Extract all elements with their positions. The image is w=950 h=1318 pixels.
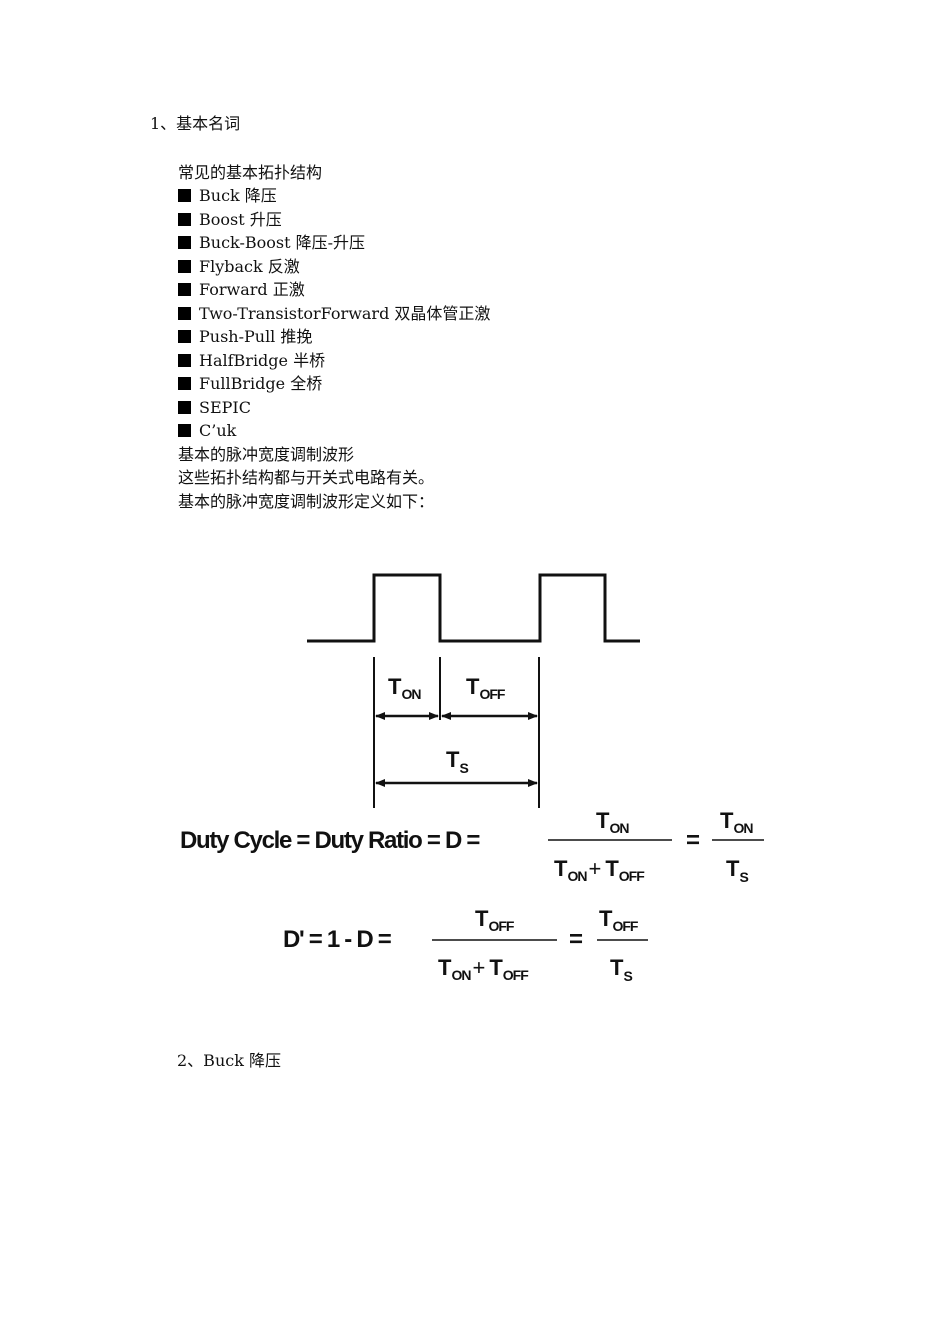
list-item: FullBridge 全桥 <box>178 374 322 394</box>
equals-sign: = <box>569 926 583 953</box>
section-heading: 1、基本名词 <box>150 114 241 133</box>
list-item: Boost 升压 <box>178 210 282 230</box>
list-item: C’uk <box>178 421 236 441</box>
bullet-square-icon <box>178 260 191 273</box>
fraction-denominator: TS <box>726 856 749 885</box>
fraction-numerator: TOFF <box>599 906 639 934</box>
fraction-numerator: TON <box>720 808 753 836</box>
list-item: Forward 正激 <box>178 280 305 300</box>
fraction-denominator: TS <box>610 955 633 984</box>
bullet-square-icon <box>178 354 191 367</box>
list-item-label: SEPIC <box>199 398 251 417</box>
list-item: Two-TransistorForward 双晶体管正激 <box>178 304 490 324</box>
topologies-title: 常见的基本拓扑结构 <box>178 163 323 182</box>
ts-label: TS <box>446 747 469 776</box>
list-item-label: Buck-Boost 降压-升压 <box>199 233 366 252</box>
duty-cycle-formula-lhs: Duty Cycle = Duty Ratio = D = <box>180 827 480 854</box>
toff-label: TOFF <box>466 674 506 702</box>
list-item-label: Two-TransistorForward 双晶体管正激 <box>199 304 491 323</box>
bullet-square-icon <box>178 424 191 437</box>
fraction-denominator: TON+TOFF <box>438 955 529 983</box>
list-item: Buck-Boost 降压-升压 <box>178 233 365 253</box>
bullet-square-icon <box>178 307 191 320</box>
bullet-square-icon <box>178 213 191 226</box>
bullet-square-icon <box>178 377 191 390</box>
paragraph-line: 基本的脉冲宽度调制波形 <box>178 445 355 464</box>
paragraph-line: 基本的脉冲宽度调制波形定义如下： <box>178 492 435 511</box>
list-item: SEPIC <box>178 398 251 418</box>
d-prime-formula-lhs: D' = 1 - D = <box>283 926 392 953</box>
list-item: Buck 降压 <box>178 186 277 206</box>
list-item: Push-Pull 推挽 <box>178 327 312 347</box>
bullet-square-icon <box>178 330 191 343</box>
fraction-denominator: TON+TOFF <box>554 856 645 884</box>
list-item-label: C’uk <box>199 421 237 440</box>
pwm-waveform <box>307 573 640 643</box>
fraction-numerator: TON <box>596 808 629 836</box>
ton-label: TON <box>388 674 421 702</box>
list-item: HalfBridge 半桥 <box>178 351 325 371</box>
list-item-label: Buck 降压 <box>199 186 277 205</box>
list-item-label: Boost 升压 <box>199 210 282 229</box>
fraction-numerator: TOFF <box>475 906 515 934</box>
section-heading: 2、Buck 降压 <box>177 1051 281 1070</box>
bullet-square-icon <box>178 283 191 296</box>
list-item-label: Flyback 反激 <box>199 257 300 276</box>
equals-sign: = <box>686 827 700 854</box>
bullet-square-icon <box>178 236 191 249</box>
paragraph-line: 这些拓扑结构都与开关式电路有关。 <box>178 468 435 487</box>
list-item-label: FullBridge 全桥 <box>199 374 323 393</box>
bullet-square-icon <box>178 189 191 202</box>
list-item-label: Push-Pull 推挽 <box>199 327 313 346</box>
list-item: Flyback 反激 <box>178 257 300 277</box>
list-item-label: HalfBridge 半桥 <box>199 351 326 370</box>
list-item-label: Forward 正激 <box>199 280 305 299</box>
bullet-square-icon <box>178 401 191 414</box>
